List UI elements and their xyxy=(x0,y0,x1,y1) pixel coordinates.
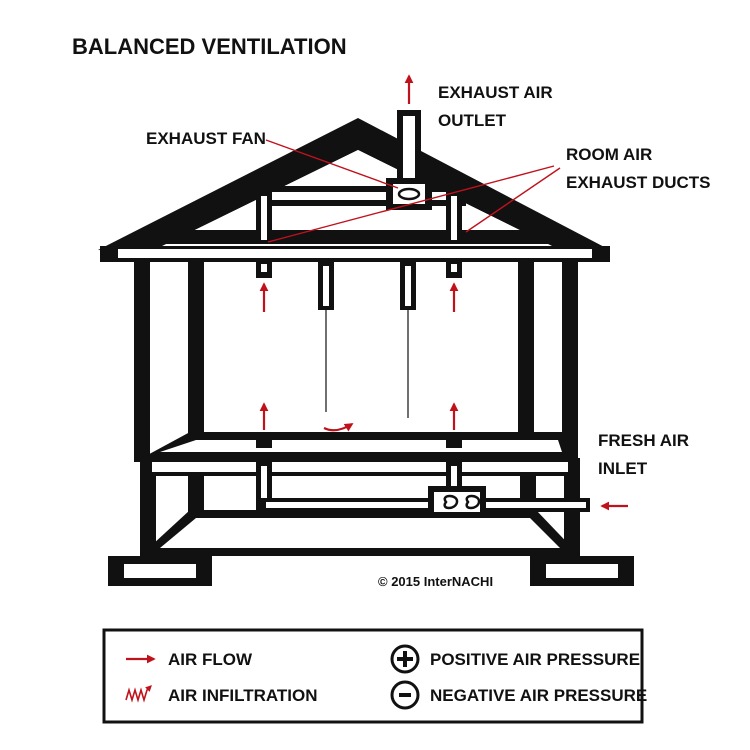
diagram-title: BALANCED VENTILATION xyxy=(72,34,347,59)
fan-icon xyxy=(397,187,421,201)
label-fresh-air-2: INLET xyxy=(598,459,648,478)
legend-air-infiltration: AIR INFILTRATION xyxy=(168,686,318,705)
label-room-air-1: ROOM AIR xyxy=(566,145,652,164)
air-flow-arrows xyxy=(259,74,628,511)
supply-duct xyxy=(256,438,590,516)
callout-leaders xyxy=(265,139,561,243)
plus-circle-icon xyxy=(390,644,420,674)
minus-circle-icon xyxy=(390,680,420,710)
legend-positive-pressure: POSITIVE AIR PRESSURE xyxy=(430,650,640,669)
red-squiggle-arrow-icon xyxy=(125,685,152,703)
house-structure xyxy=(98,118,634,586)
label-exhaust-fan: EXHAUST FAN xyxy=(146,129,266,148)
copyright-text: © 2015 InterNACHI xyxy=(378,574,493,589)
ductwork xyxy=(256,110,466,310)
label-room-air-2: EXHAUST DUCTS xyxy=(566,173,711,192)
label-exhaust-air-outlet-1: EXHAUST AIR xyxy=(438,83,553,102)
attic-floor xyxy=(148,230,568,244)
wall-post-left-outer xyxy=(134,262,150,462)
wall-post-right-inner xyxy=(518,262,534,458)
supply-fan xyxy=(428,486,486,518)
label-fresh-air-1: FRESH AIR xyxy=(598,431,689,450)
fan-icon xyxy=(443,494,481,510)
legend: AIR FLOW AIR INFILTRATION POSITIVE AIR P… xyxy=(102,628,647,724)
label-exhaust-air-outlet-2: OUTLET xyxy=(438,111,507,130)
legend-air-flow: AIR FLOW xyxy=(168,650,253,669)
legend-negative-pressure: NEGATIVE AIR PRESSURE xyxy=(430,686,647,705)
wall-post-left-inner xyxy=(188,262,204,458)
wall-post-right-outer xyxy=(562,262,578,462)
